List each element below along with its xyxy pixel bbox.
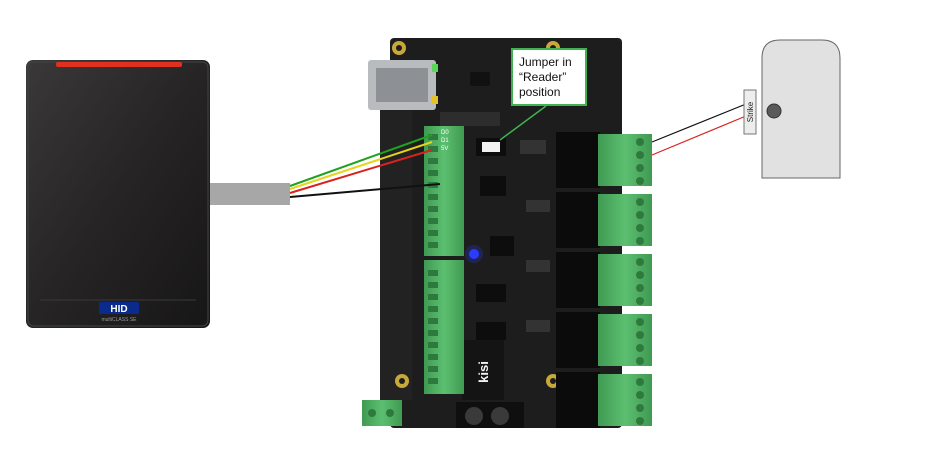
- relay-outputs: [556, 132, 652, 428]
- relay-1: [556, 132, 652, 188]
- relay-5: [556, 372, 652, 428]
- board-buttons: [456, 402, 524, 428]
- card-reader: HID multiCLASS SE: [26, 60, 210, 328]
- reader-status-light: [56, 62, 182, 67]
- reader-brand-label: HID: [110, 304, 127, 315]
- pin-label-d1: D1: [441, 138, 449, 144]
- reader-cable: [210, 183, 290, 205]
- reader-logo-plate: [99, 302, 139, 314]
- wire-strike-red: [651, 115, 747, 156]
- strike-wires: [651, 103, 747, 156]
- jumper: [482, 142, 500, 152]
- pin-label-d0: D0: [441, 130, 449, 136]
- ethernet-port: [368, 60, 438, 110]
- strike-label: Strike: [746, 101, 755, 122]
- door-strike: Strike: [743, 39, 841, 179]
- callout-pointer: [499, 105, 547, 141]
- strike-bolt: [766, 103, 782, 119]
- pin-label-5v: 5V: [441, 146, 448, 152]
- wire-red: [289, 149, 433, 194]
- callout-line-2: “Reader”: [519, 70, 567, 84]
- jumper-callout: Jumper in “Reader” position: [511, 48, 587, 106]
- relay-2: [556, 192, 652, 248]
- relay-3: [556, 252, 652, 308]
- strike-plate: [743, 89, 757, 135]
- callout-line-1: Jumper in: [519, 55, 572, 69]
- relay-4: [556, 312, 652, 368]
- input-terminal-block: [424, 126, 464, 394]
- board-brand-label: kisi: [476, 361, 491, 383]
- reader-wires: [289, 134, 441, 198]
- power-terminal: [362, 400, 402, 426]
- wire-strike-black: [651, 103, 747, 143]
- callout-line-3: position: [519, 85, 561, 99]
- wire-black: [289, 183, 441, 198]
- wire-green: [289, 134, 433, 187]
- reader-model-label: multiCLASS SE: [101, 317, 137, 323]
- board-components: [440, 72, 550, 340]
- wire-yellow: [289, 141, 433, 190]
- status-led: [469, 249, 479, 259]
